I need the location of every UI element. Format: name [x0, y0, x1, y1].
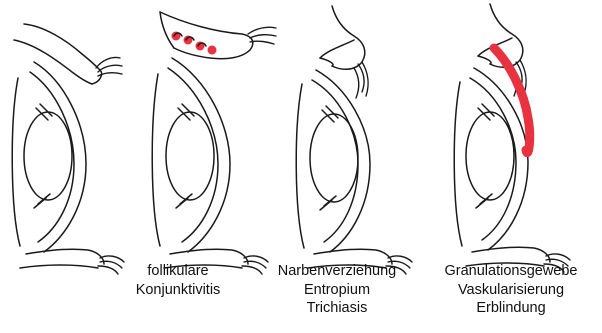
follicle — [208, 46, 217, 55]
eye-panel-scarring — [296, 6, 412, 274]
caption-line: Granulationsgewebe — [424, 262, 598, 281]
upper-eyelashes — [248, 27, 276, 44]
caption-line: Erblindung — [424, 299, 598, 318]
caption-line: follikulare — [118, 262, 238, 281]
caption-blindness: Granulationsgewebe Vaskularisierung Erbl… — [424, 262, 598, 318]
caption-scarring: Narbenverziehung Entropium Trichiasis — [262, 262, 412, 318]
follicles — [172, 32, 217, 55]
caption-line: Narbenverziehung — [262, 262, 412, 281]
caption-line: Trichiasis — [262, 299, 412, 318]
eye-panel-follicular — [152, 12, 276, 274]
eye-panel-blindness — [454, 4, 570, 272]
eye-panel-normal — [12, 24, 124, 274]
upper-eyelashes — [96, 57, 122, 76]
caption-line: Entropium — [262, 281, 412, 300]
caption-line: Vaskularisierung — [424, 281, 598, 300]
caption-line: Konjunktivitis — [118, 281, 238, 300]
caption-follicular: follikulare Konjunktivitis — [118, 262, 238, 299]
